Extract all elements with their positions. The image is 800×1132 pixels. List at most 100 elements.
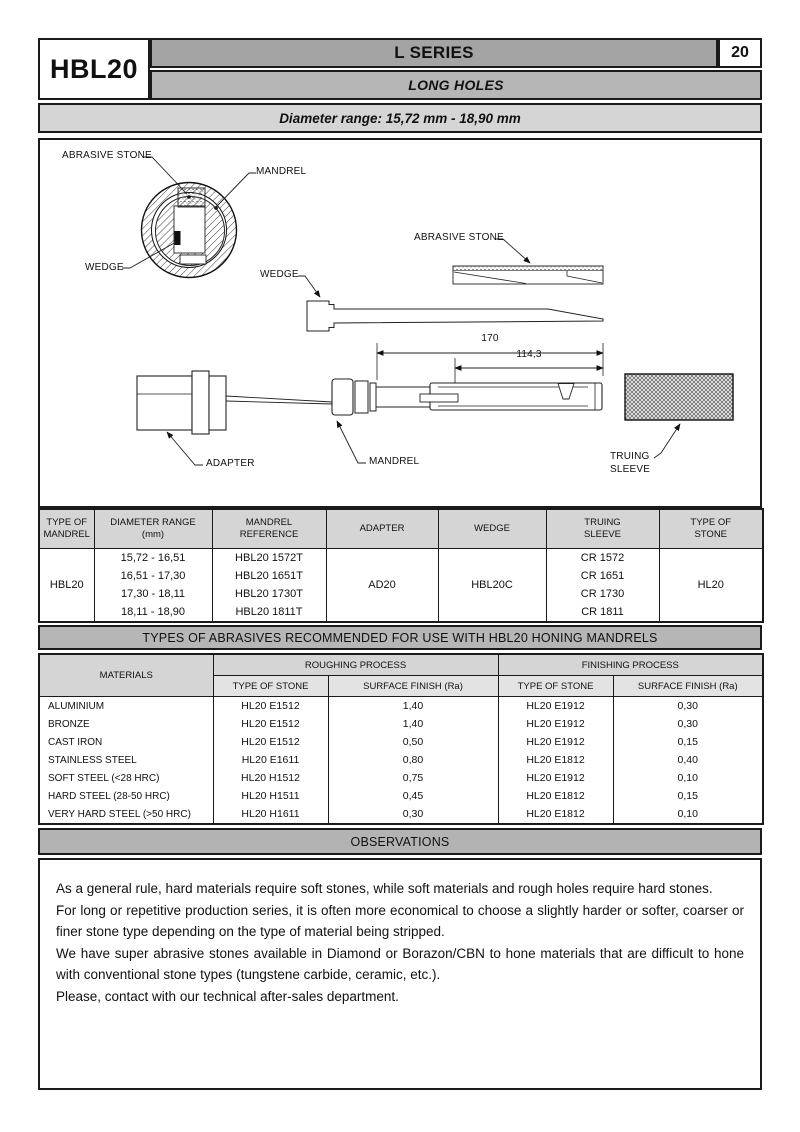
model-code: HBL20 <box>49 53 139 84</box>
cell-finish-ra: 0,30 <box>612 696 764 715</box>
col-type-of-mandrel: TYPE OF MANDREL <box>38 508 95 549</box>
abrasive-row: CAST IRON HL20 E1512 0,50 HL20 E1912 0,1… <box>38 733 764 751</box>
cell-finish-stone: HL20 E1812 <box>497 805 614 824</box>
abrasives-header-row-2: TYPE OF STONE SURFACE FINISH (Ra) TYPE O… <box>39 675 764 697</box>
cell-rough-ra: 0,75 <box>327 769 499 787</box>
cell-material: VERY HARD STEEL (>50 HRC) <box>38 805 214 824</box>
cell-finish-ra: 0,15 <box>612 733 764 751</box>
adapter-drawing <box>136 370 333 435</box>
cell-finish-ra: 0,10 <box>612 805 764 824</box>
cell-finish-stone: HL20 E1812 <box>497 787 614 805</box>
observation-paragraph: Please, contact with our technical after… <box>56 988 399 1004</box>
label-wedge-cross: WEDGE <box>85 262 124 273</box>
abrasives-title: TYPES OF ABRASIVES RECOMMENDED FOR USE W… <box>142 630 658 645</box>
truing-sleeve-drawing <box>624 373 734 421</box>
abrasives-header-row-1: MATERIALS ROUGHING PROCESS FINISHING PRO… <box>38 653 764 697</box>
cell-material: BRONZE <box>38 715 214 733</box>
cell-diameter-ranges: 15,72 - 16,51 16,51 - 17,30 17,30 - 18,1… <box>93 548 213 623</box>
cell-rough-stone: HL20 E1512 <box>212 696 329 715</box>
abrasive-row: BRONZE HL20 E1512 1,40 HL20 E1912 0,30 <box>38 715 764 733</box>
cell-rough-ra: 0,80 <box>327 751 499 769</box>
cell-wedge: HBL20C <box>437 548 547 623</box>
cell-material: CAST IRON <box>38 733 214 751</box>
col-roughing-process: ROUGHING PROCESS <box>212 653 499 676</box>
cell-material: ALUMINIUM <box>38 696 214 715</box>
abrasive-row: STAINLESS STEEL HL20 E1611 0,80 HL20 E18… <box>38 751 764 769</box>
abrasives-table: MATERIALS ROUGHING PROCESS FINISHING PRO… <box>38 653 765 825</box>
leader-lines <box>166 420 681 466</box>
cell-material: STAINLESS STEEL <box>38 751 214 769</box>
observation-paragraph: For long or repetitive production series… <box>56 902 744 940</box>
label-abrasive-stone-side: ABRASIVE STONE <box>414 232 504 243</box>
observation-paragraph: We have super abrasive stones available … <box>56 945 744 983</box>
cell-finish-ra: 0,10 <box>612 769 764 787</box>
cell-finish-stone: HL20 E1912 <box>497 769 614 787</box>
diameter-range-bar: Diameter range: 15,72 mm - 18,90 mm <box>38 103 762 133</box>
label-truing-sleeve: TRUING SLEEVE <box>610 451 651 475</box>
abrasive-row: VERY HARD STEEL (>50 HRC) HL20 H1611 0,3… <box>38 805 764 824</box>
cell-finish-ra: 0,40 <box>612 751 764 769</box>
col-roughing-stone: TYPE OF STONE <box>212 675 329 697</box>
dimension-lines <box>376 343 604 383</box>
observations-title: OBSERVATIONS <box>350 834 450 849</box>
cell-rough-ra: 1,40 <box>327 715 499 733</box>
cell-rough-stone: HL20 H1512 <box>212 769 329 787</box>
col-mandrel-reference: MANDREL REFERENCE <box>211 508 327 549</box>
subtitle-bar: LONG HOLES <box>150 70 762 100</box>
label-mandrel-side: MANDREL <box>369 456 420 467</box>
cross-section-drawing <box>122 156 256 279</box>
series-title: L SERIES <box>394 43 474 62</box>
observations-box: As a general rule, hard materials requir… <box>38 858 762 1090</box>
cell-rough-stone: HL20 E1512 <box>212 715 329 733</box>
technical-drawing-panel: ABRASIVE STONE MANDREL WEDGE ABRASIVE ST… <box>38 138 762 508</box>
cell-mandrel-type: HBL20 <box>38 548 95 623</box>
col-materials: MATERIALS <box>38 653 214 697</box>
cell-mandrel-references: HBL20 1572T HBL20 1651T HBL20 1730T HBL2… <box>211 548 327 623</box>
model-code-box: HBL20 <box>38 38 150 100</box>
mandrel-table-header-row: TYPE OF MANDREL DIAMETER RANGE (mm) MAND… <box>38 508 764 549</box>
label-wedge-side: WEDGE <box>260 269 299 280</box>
observation-paragraph: As a general rule, hard materials requir… <box>56 881 713 896</box>
technical-drawing <box>122 156 734 466</box>
abrasive-row: HARD STEEL (28-50 HRC) HL20 H1511 0,45 H… <box>38 787 764 805</box>
wedge-drawing <box>298 275 604 332</box>
cell-rough-ra: 0,45 <box>327 787 499 805</box>
observations-title-bar: OBSERVATIONS <box>38 828 762 855</box>
cell-adapter: AD20 <box>325 548 439 623</box>
diameter-range: Diameter range: 15,72 mm - 18,90 mm <box>279 110 521 126</box>
label-abrasive-stone-cross: ABRASIVE STONE <box>62 150 152 161</box>
cell-truing-sleeves: CR 1572 CR 1651 CR 1730 CR 1811 <box>545 548 660 623</box>
cell-finish-stone: HL20 E1912 <box>497 696 614 715</box>
mandrel-table-data-row: HBL20 15,72 - 16,51 16,51 - 17,30 17,30 … <box>38 548 764 623</box>
cell-rough-stone: HL20 E1512 <box>212 733 329 751</box>
cell-material: SOFT STEEL (<28 HRC) <box>38 769 214 787</box>
mandrel-drawing <box>331 378 603 416</box>
cell-rough-ra: 0,30 <box>327 805 499 824</box>
series-title-bar: L SERIES <box>150 38 718 68</box>
col-wedge: WEDGE <box>437 508 547 549</box>
dimension-114-3: 114,3 <box>516 349 542 360</box>
label-mandrel-cross: MANDREL <box>256 166 307 177</box>
col-finishing-process: FINISHING PROCESS <box>497 653 764 676</box>
cell-finish-stone: HL20 E1812 <box>497 751 614 769</box>
col-adapter: ADAPTER <box>325 508 439 549</box>
cell-rough-ra: 0,50 <box>327 733 499 751</box>
cell-finish-ra: 0,30 <box>612 715 764 733</box>
cell-rough-stone: HL20 E1611 <box>212 751 329 769</box>
cell-stone-type: HL20 <box>658 548 764 623</box>
col-finishing-stone: TYPE OF STONE <box>497 675 614 697</box>
cell-rough-ra: 1,40 <box>327 696 499 715</box>
label-adapter: ADAPTER <box>206 458 255 469</box>
col-roughing-finish: SURFACE FINISH (Ra) <box>327 675 499 697</box>
abrasive-row: ALUMINIUM HL20 E1512 1,40 HL20 E1912 0,3… <box>38 696 764 715</box>
cell-rough-stone: HL20 H1511 <box>212 787 329 805</box>
col-finishing-finish: SURFACE FINISH (Ra) <box>612 675 764 697</box>
dimension-170: 170 <box>481 333 499 344</box>
page-number-box: 20 <box>718 38 762 68</box>
cell-rough-stone: HL20 H1611 <box>212 805 329 824</box>
cell-finish-ra: 0,15 <box>612 787 764 805</box>
subtitle: LONG HOLES <box>408 77 504 93</box>
cell-finish-stone: HL20 E1912 <box>497 715 614 733</box>
cell-material: HARD STEEL (28-50 HRC) <box>38 787 214 805</box>
